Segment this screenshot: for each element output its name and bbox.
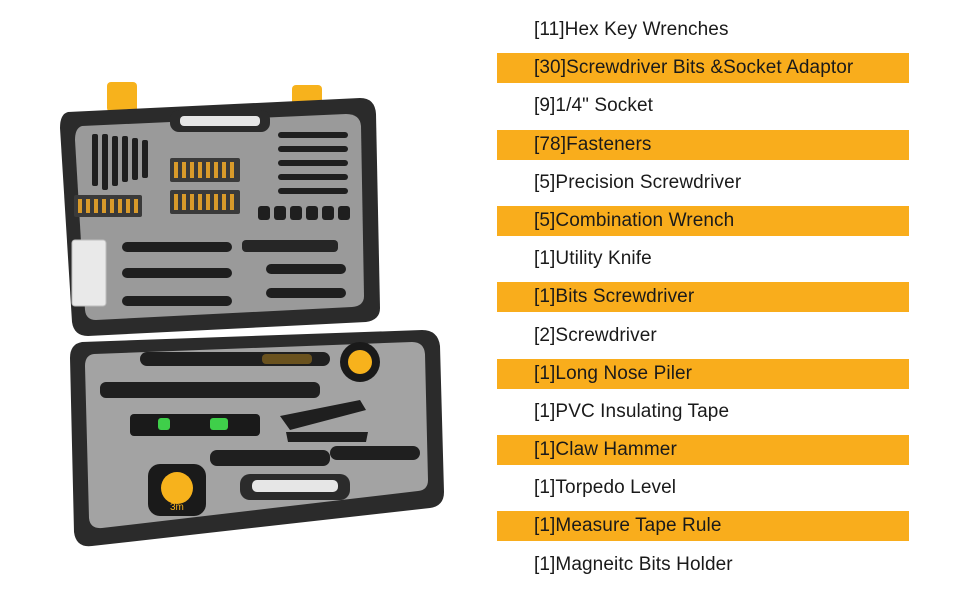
hex-key-set [92, 134, 148, 190]
list-item: [1]Measure Tape Rule [497, 511, 909, 542]
pvc-insulating-tape [340, 342, 380, 382]
long-nose-plier [280, 400, 368, 442]
list-item: [9]1/4" Socket [534, 95, 654, 117]
list-item: [2]Screwdriver [534, 324, 657, 346]
svg-text:3m: 3m [170, 502, 184, 513]
claw-hammer [100, 382, 320, 398]
list-item: [1]Long Nose Piler [497, 358, 909, 389]
list-item: [78]Fasteners [497, 129, 909, 160]
list-item: [1]Bits Screwdriver [497, 282, 909, 313]
list-item: [30]Screwdriver Bits &Socket Adaptor [497, 53, 909, 84]
list-item: [5]Combination Wrench [497, 205, 909, 236]
measure-tape-rule: 3m [148, 464, 206, 516]
precision-screwdrivers [278, 132, 348, 194]
list-item: [11]Hex Key Wrenches [534, 19, 729, 40]
list-item: [1]Torpedo Level [534, 477, 677, 499]
list-item: [5]Precision Screwdriver [534, 171, 742, 193]
screwdriver-2 [330, 446, 420, 460]
case-latch-left [107, 82, 137, 112]
utility-knife [242, 240, 338, 252]
screwdriver-bits-rows [74, 158, 240, 217]
combination-wrenches [122, 242, 346, 306]
list-item: [1]PVC Insulating Tape [534, 400, 730, 422]
list-item: [1]Utility Knife [534, 248, 652, 270]
fasteners-box [71, 239, 107, 307]
list-item: [1]Claw Hammer [497, 435, 909, 466]
screwdriver-1 [140, 352, 330, 366]
kit-contents-list: [11]Hex Key Wrenches [30]Screwdriver Bit… [497, 15, 909, 588]
list-item: [1]Magneitc Bits Holder [534, 553, 733, 575]
socket-set [258, 206, 350, 220]
bits-screwdriver [210, 450, 330, 466]
tool-kit-case-image: 3m [60, 82, 444, 547]
torpedo-level [130, 414, 260, 436]
